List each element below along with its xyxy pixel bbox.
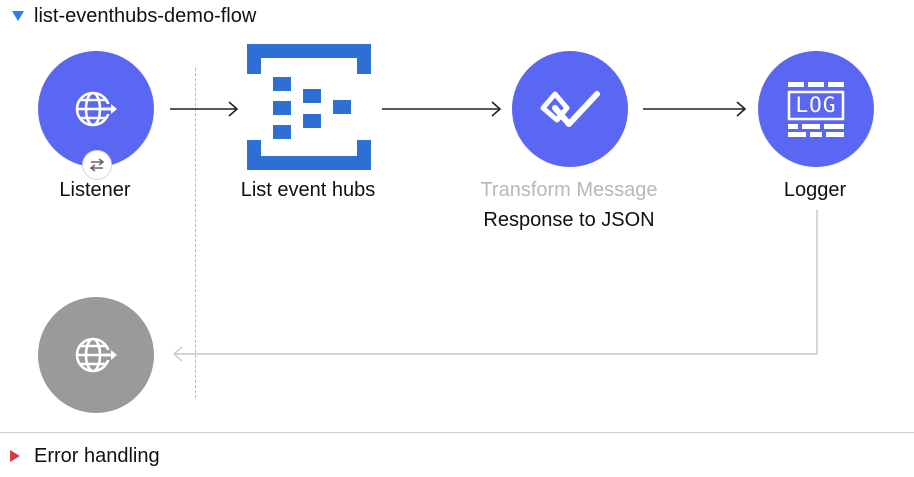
- event-hubs-icon[interactable]: [247, 44, 371, 170]
- transform-type-label: Transform Message: [480, 179, 658, 201]
- error-handling-section: [0, 432, 914, 477]
- globe-arrow-icon: [75, 91, 117, 127]
- listener-label: Listener: [59, 179, 131, 201]
- arrow-transform-to-logger: [643, 101, 747, 117]
- listener-node[interactable]: [38, 51, 154, 167]
- listener-response-node[interactable]: [38, 297, 154, 413]
- logger-label: Logger: [783, 179, 847, 201]
- log-badge-text: LOG: [795, 93, 837, 117]
- source-divider: [195, 68, 196, 398]
- error-handling-toggle[interactable]: Error handling: [10, 443, 160, 469]
- return-path-arrow: [172, 210, 818, 362]
- error-handling-label: Error handling: [34, 444, 160, 467]
- dataweave-icon: [540, 91, 600, 127]
- log-icon: LOG: [786, 80, 846, 138]
- arrow-list-to-transform: [382, 101, 502, 117]
- logger-node[interactable]: LOG: [758, 51, 874, 167]
- transform-name-label: Response to JSON: [483, 209, 655, 231]
- list-event-hubs-label: List event hubs: [240, 179, 376, 201]
- globe-arrow-icon: [75, 337, 117, 373]
- transform-message-node[interactable]: [512, 51, 628, 167]
- source-swap-icon: [82, 150, 112, 180]
- collapse-triangle-icon[interactable]: [12, 11, 24, 21]
- flow-header[interactable]: list-eventhubs-demo-flow: [8, 3, 256, 29]
- flow-title: list-eventhubs-demo-flow: [34, 4, 257, 27]
- expand-triangle-icon[interactable]: [10, 450, 20, 462]
- arrow-listener-to-list: [170, 101, 239, 117]
